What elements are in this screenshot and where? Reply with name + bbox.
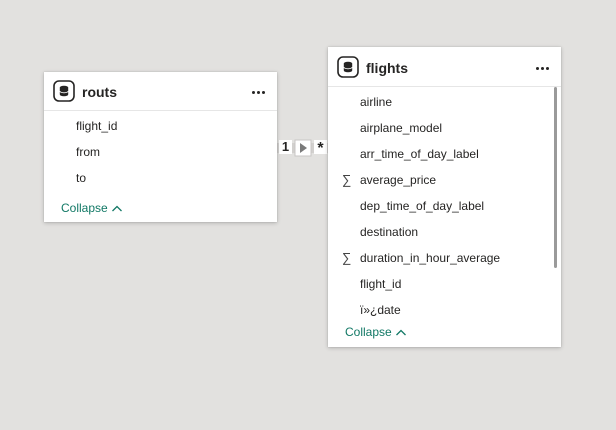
field-item[interactable]: flight_id bbox=[76, 119, 118, 133]
relationship-many-cardinality: * bbox=[314, 140, 327, 157]
table-card-routs[interactable]: routs flight_id from to Collapse bbox=[44, 72, 277, 222]
chevron-up-icon bbox=[395, 329, 406, 335]
database-icon bbox=[53, 80, 75, 102]
field-item[interactable]: flight_id bbox=[360, 277, 402, 291]
sigma-icon: ∑ bbox=[342, 172, 352, 187]
field-item[interactable]: to bbox=[76, 171, 87, 185]
database-icon bbox=[337, 56, 359, 78]
field-item[interactable]: arr_time_of_day_label bbox=[360, 147, 479, 161]
collapse-button[interactable]: Collapse bbox=[61, 200, 123, 216]
more-options-icon[interactable] bbox=[247, 83, 269, 101]
field-item[interactable]: from bbox=[76, 145, 100, 159]
table-header[interactable]: routs bbox=[44, 72, 277, 111]
sigma-icon: ∑ bbox=[342, 250, 352, 265]
chevron-up-icon bbox=[111, 205, 122, 211]
table-card-flights[interactable]: flights airline airplane_model arr_time_… bbox=[328, 47, 561, 347]
more-options-icon[interactable] bbox=[531, 59, 553, 77]
table-title: routs bbox=[82, 84, 117, 100]
scrollbar-thumb[interactable] bbox=[554, 87, 557, 268]
field-item[interactable]: ï»¿date bbox=[360, 303, 401, 317]
field-item[interactable]: airplane_model bbox=[360, 121, 443, 135]
table-header[interactable]: flights bbox=[328, 47, 561, 87]
relationship-line[interactable] bbox=[277, 139, 329, 157]
field-item[interactable]: average_price bbox=[360, 173, 437, 187]
collapse-button[interactable]: Collapse bbox=[345, 324, 407, 340]
collapse-label: Collapse bbox=[61, 201, 108, 215]
field-item[interactable]: destination bbox=[360, 225, 419, 239]
collapse-label: Collapse bbox=[345, 325, 392, 339]
relationship-one-cardinality: 1 bbox=[279, 140, 292, 154]
table-title: flights bbox=[366, 60, 408, 76]
arrow-right-icon bbox=[300, 143, 307, 153]
field-item[interactable]: duration_in_hour_average bbox=[360, 251, 501, 265]
field-item[interactable]: dep_time_of_day_label bbox=[360, 199, 485, 213]
field-item[interactable]: airline bbox=[360, 95, 393, 109]
